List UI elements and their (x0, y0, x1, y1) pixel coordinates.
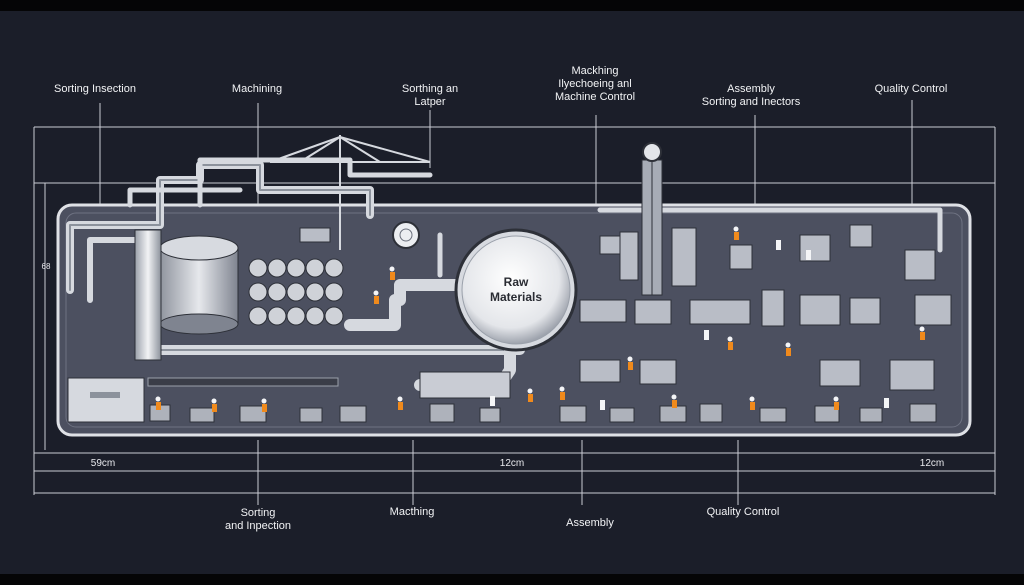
top-label-sorting-layer-line-1: Sorthing an (401, 83, 459, 95)
top-label-machine-control-line-2: Ilyechoeing anl (558, 78, 632, 90)
top-label-sorting-inspection: Sorting Insection (54, 83, 136, 96)
top-label-assembly-line-2: Sorting and Inectors (701, 96, 801, 108)
workers (155, 226, 925, 412)
top-label-quality-control: Quality Control (875, 83, 948, 96)
top-label-machine-control: Mackhing Ilyechoeing anl Machine Control (555, 65, 635, 104)
bottom-label-sorting-line-1: Sorting (240, 507, 276, 519)
drum-machine-array (248, 258, 344, 326)
storage-silo (134, 229, 239, 361)
top-label-assembly-line-1: Assembly (727, 83, 775, 95)
top-label-sorting-layer-line-2: Latper (414, 96, 446, 108)
workstation-row (149, 403, 937, 423)
bottom-label-assembly: Assembly (566, 517, 614, 530)
top-label-sorting-inspection-text: Sorting Insection (54, 83, 136, 95)
top-label-machine-control-line-3: Machine Control (554, 91, 636, 103)
dimension-center: 12cm (499, 458, 525, 469)
bottom-label-quality-control-text: Quality Control (706, 506, 780, 518)
raw-materials-label: Raw Materials (466, 240, 566, 340)
top-label-machining-text: Machining (231, 83, 283, 95)
top-label-quality-control-text: Quality Control (874, 83, 948, 95)
raw-materials-line-2: Materials (489, 290, 543, 304)
dimension-left: 59cm (90, 458, 116, 469)
bottom-label-assembly-text: Assembly (566, 517, 614, 529)
dimension-side: 68 (41, 262, 51, 271)
top-label-machine-control-line-1: Mackhing (571, 65, 619, 77)
dimension-right: 12cm (919, 458, 945, 469)
control-cabinet (67, 377, 145, 423)
bottom-label-sorting-line-2: and Inpection (224, 520, 292, 532)
pressure-gauge-icon (392, 221, 420, 249)
machining-stations (299, 224, 952, 391)
top-label-machining: Machining (232, 83, 282, 96)
raw-materials-line-1: Raw (503, 275, 529, 289)
bottom-label-machining-text: Macthing (389, 506, 435, 518)
top-label-assembly: Assembly Sorting and Inectors (702, 83, 800, 109)
elevator-column (641, 142, 663, 296)
bottom-label-sorting: Sorting and Inpection (225, 507, 291, 533)
top-label-sorting-layer: Sorthing an Latper (402, 83, 458, 109)
bottom-label-machining: Macthing (390, 506, 435, 519)
bottom-label-quality-control: Quality Control (707, 506, 780, 519)
raw-materials-tank (454, 228, 578, 352)
conveyor-belt (147, 371, 511, 399)
